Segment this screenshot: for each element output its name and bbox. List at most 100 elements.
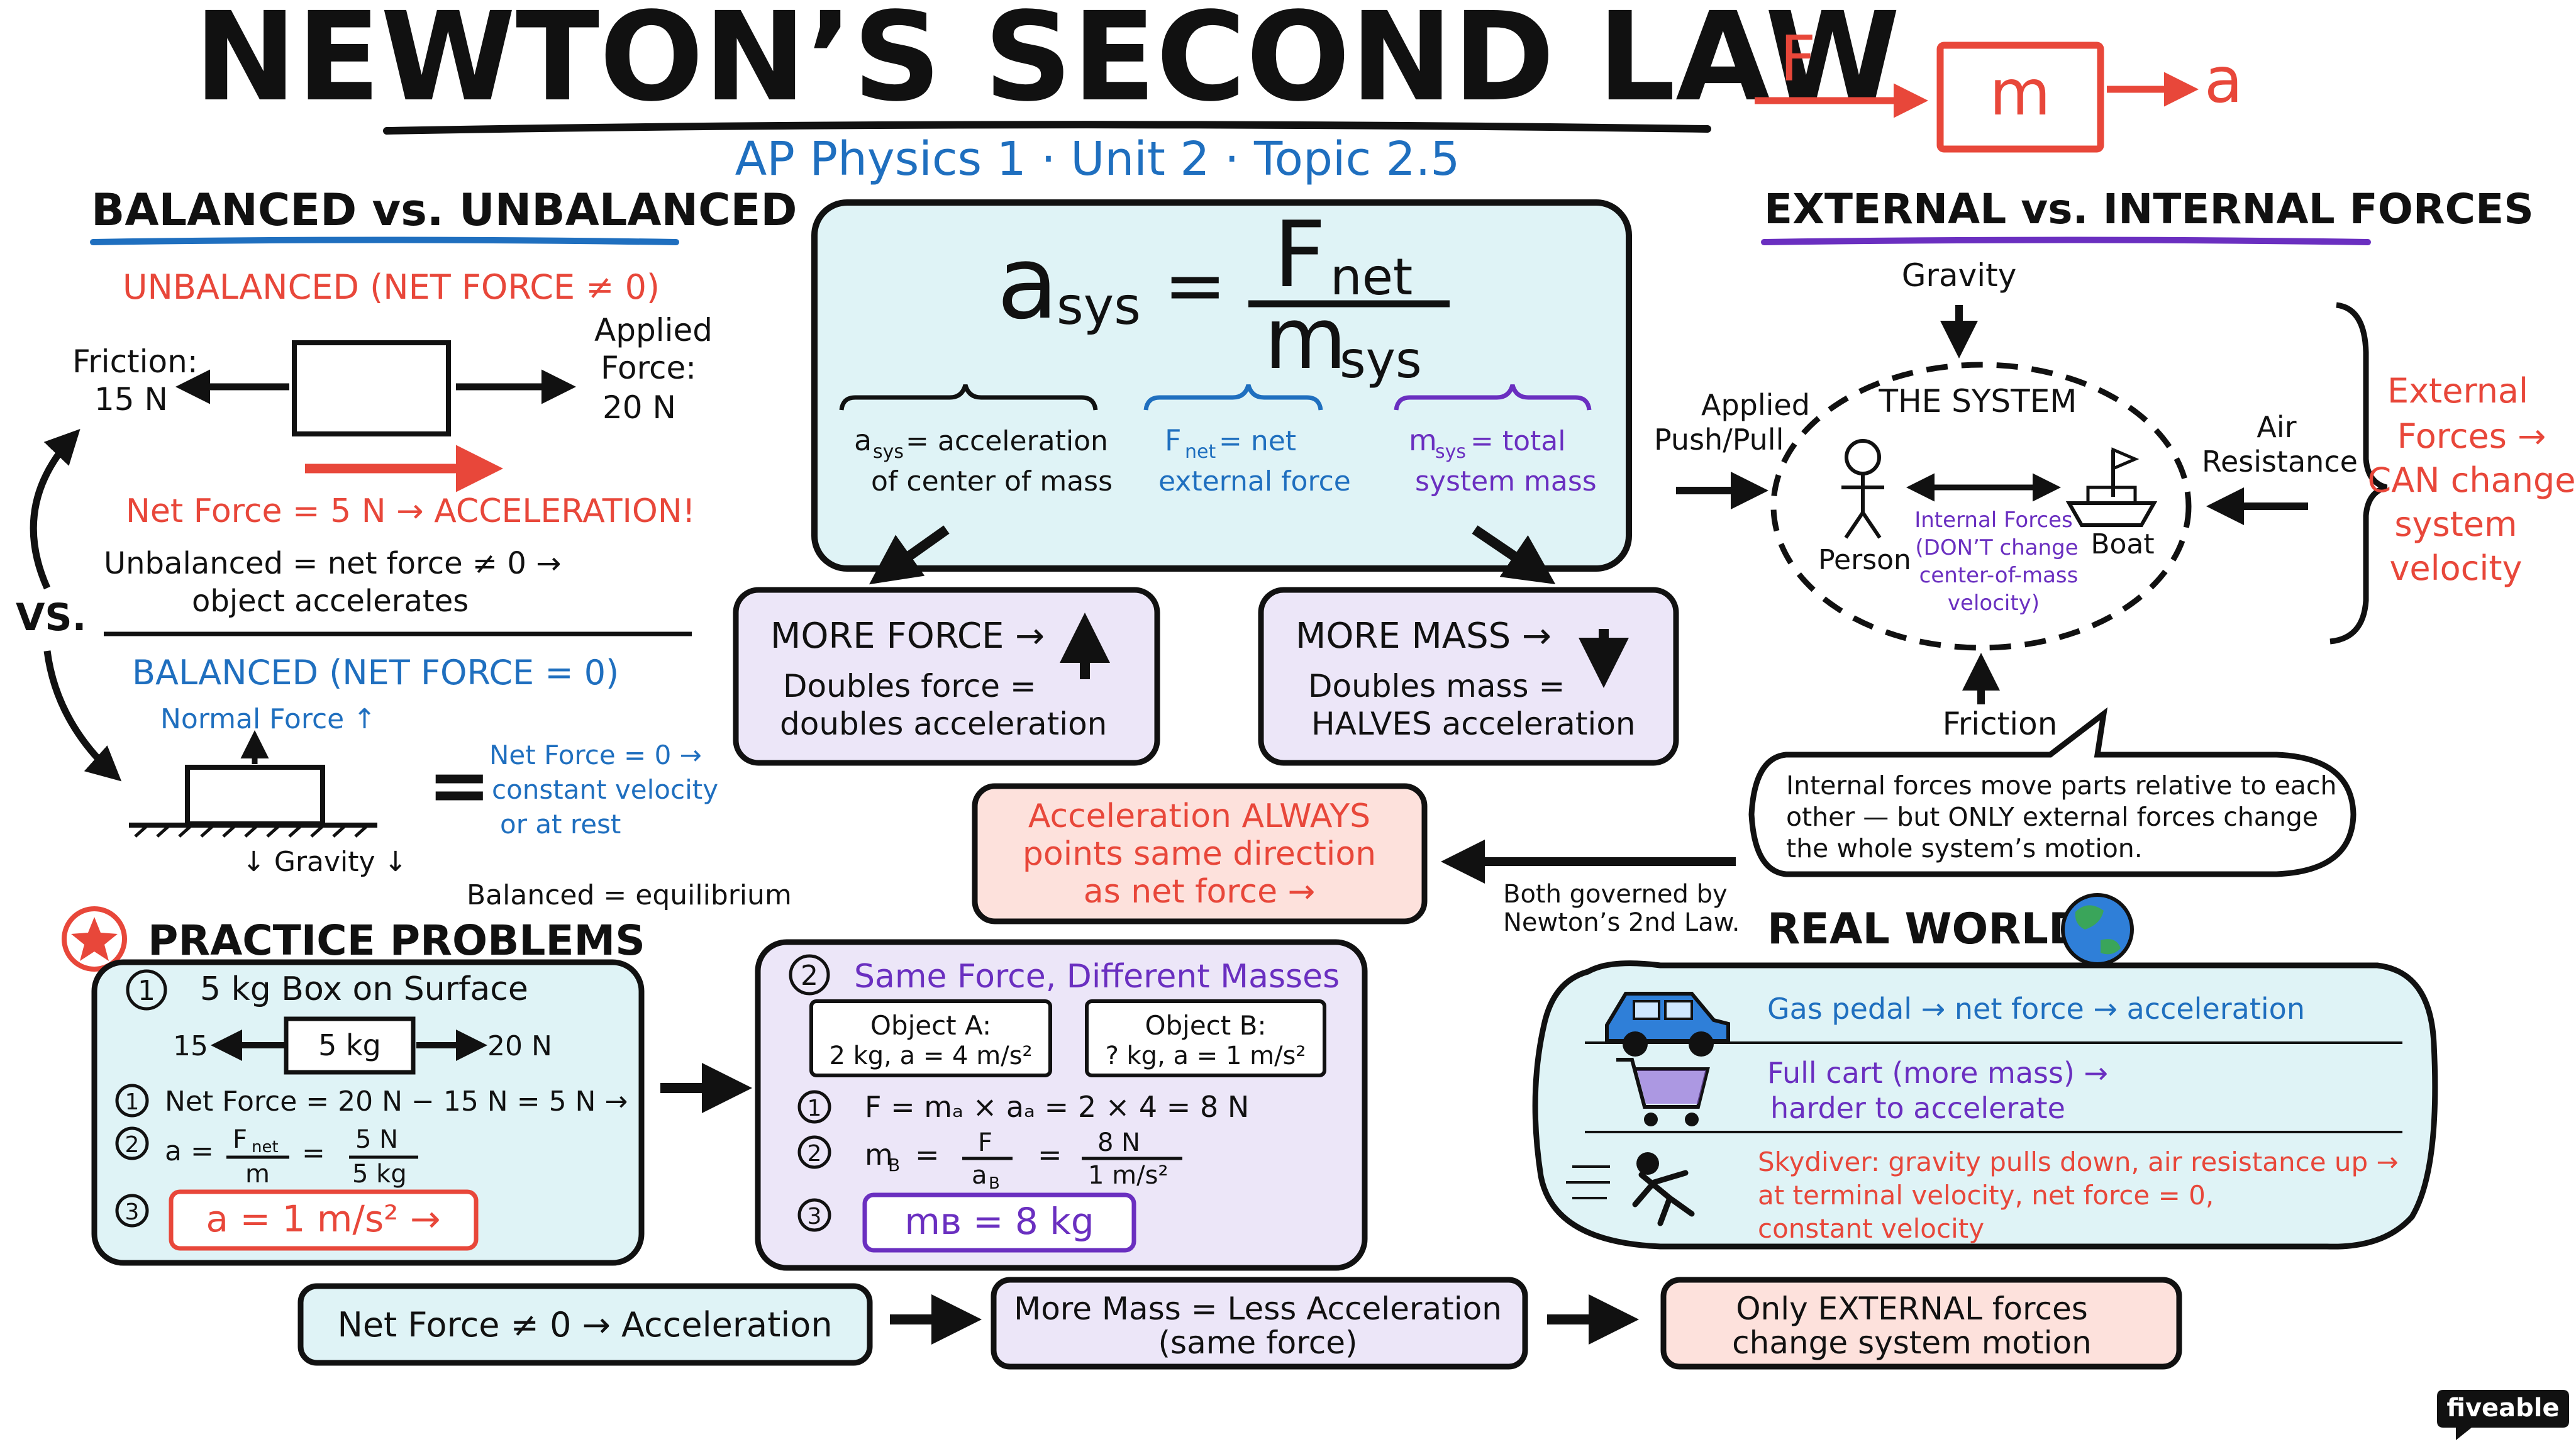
normal-force-label: Normal Force ↑ <box>160 703 376 735</box>
p1-answer: a = 1 m/s² → <box>206 1197 441 1240</box>
more-force-line2: doubles acceleration <box>780 706 1107 742</box>
p2-step2-num: 2 <box>808 1141 822 1167</box>
p1-step2-frac-top: F <box>233 1125 247 1154</box>
air-label-1: Air <box>2257 410 2296 444</box>
real-world-heading: REAL WORLD <box>1767 904 2084 954</box>
object-b-label: Object B: <box>1145 1010 1266 1041</box>
p1-step1-circle <box>115 1084 149 1118</box>
more-mass-line2: HALVES acceleration <box>1311 706 1636 742</box>
ground-hatching <box>134 824 369 838</box>
applied-label-2: Force: <box>601 350 696 386</box>
formula-box <box>811 199 1632 572</box>
def-f-symbol: F <box>1165 423 1181 457</box>
accel-a-label: a <box>2204 43 2243 117</box>
star-badge-icon <box>62 906 127 972</box>
equilibrium-note: Balanced = equilibrium <box>467 879 792 911</box>
skydiver-icon <box>1566 1152 1695 1226</box>
ext-note-2: Forces → <box>2397 416 2546 456</box>
formula-section: a sys = F net m sys a sys = acceleration… <box>811 199 1632 585</box>
problem-1-box <box>284 1016 416 1075</box>
vs-arrow-down <box>43 650 122 782</box>
bubble-line3: the whole system’s motion. <box>1786 833 2143 863</box>
p1-step2-frac-top-sub: net <box>252 1138 279 1157</box>
p2-answer-box <box>862 1192 1136 1253</box>
f-m-a-diagram: F m a <box>1755 22 2243 153</box>
p2-step1-circle <box>797 1090 831 1124</box>
unbalanced-note-2: object accelerates <box>192 584 469 619</box>
def-f-line2: external force <box>1158 465 1351 497</box>
p2-step2-eq: = <box>915 1138 940 1172</box>
star-icon <box>71 917 118 961</box>
balanced-equals: = <box>428 742 491 830</box>
friction-label-2: 15 N <box>94 381 168 418</box>
p1-step1-num: 1 <box>125 1089 140 1115</box>
summary-box-2-line2: (same force) <box>1158 1324 1358 1361</box>
formula-f-sub: net <box>1330 248 1413 306</box>
internal-label-3: center-of-mass <box>1919 563 2079 588</box>
fiveable-logo[interactable]: fiveable <box>2437 1390 2569 1440</box>
p1-step3-circle <box>115 1194 149 1228</box>
real-world-section: REAL WORLD Gas pedal → net force → accel… <box>1532 893 2438 1250</box>
def-m-sub: sys <box>1435 441 1466 463</box>
net-zero-2: constant velocity <box>492 774 718 805</box>
problem-2-number-circle <box>789 954 830 996</box>
p1-step2-a: a = <box>165 1135 214 1167</box>
p2-step1-text: F = mₐ × aₐ = 2 × 4 = 8 N <box>865 1090 1249 1124</box>
p2-step2-top: F <box>978 1128 992 1157</box>
balanced-heading-underline <box>90 236 679 245</box>
more-mass-title: MORE MASS → <box>1296 616 1552 657</box>
real-world-item3-line2: at terminal velocity, net force = 0, <box>1758 1180 2214 1211</box>
applied-label-3: 20 N <box>602 389 676 426</box>
def-m-symbol: m <box>1409 423 1437 457</box>
def-f-text: = net <box>1219 425 1296 457</box>
summary-box-1-text: Net Force ≠ 0 → Acceleration <box>337 1305 832 1345</box>
problem-1-number-circle <box>126 969 167 1011</box>
def-m-text: = total <box>1470 425 1565 457</box>
formula-m: m <box>1264 289 1347 388</box>
object-a-label: Object A: <box>870 1010 991 1041</box>
title-underline <box>383 121 1711 135</box>
balanced-box <box>185 765 325 826</box>
arrow-to-more-mass <box>1472 525 1556 584</box>
friction-ext-label: Friction <box>1943 706 2058 742</box>
gravity-label: ↓ Gravity ↓ <box>242 846 407 878</box>
boat-icon <box>2065 447 2158 527</box>
p1-step2-val-bot: 5 kg <box>352 1160 407 1189</box>
external-brace <box>2329 302 2388 645</box>
accel-direction-line1: Acceleration ALWAYS <box>1028 797 1370 835</box>
practice-heading: PRACTICE PROBLEMS <box>148 916 645 965</box>
summary-box-2-line1: More Mass = Less Acceleration <box>1014 1291 1502 1327</box>
internal-label-4: velocity) <box>1948 591 2040 616</box>
applied-ext-label-2: Push/Pull <box>1654 423 1784 457</box>
friction-label-1: Friction: <box>72 343 198 380</box>
p1-step3-num: 3 <box>125 1199 140 1225</box>
real-world-item2-line1: Full cart (more mass) → <box>1767 1056 2108 1090</box>
page-title: NEWTON’S SECOND LAW <box>194 0 1901 128</box>
both-governed-2: Newton’s 2nd Law. <box>1503 908 1740 937</box>
real-world-card <box>1532 960 2438 1250</box>
p1-step2-val-top: 5 N <box>355 1125 398 1154</box>
object-b-box <box>1085 999 1326 1077</box>
p1-step2-num: 2 <box>125 1132 140 1158</box>
problem-2-number: 2 <box>801 960 818 992</box>
p2-step2-bot-sub: B <box>989 1174 1000 1193</box>
accel-direction-box <box>972 783 1428 924</box>
def-f-sub: net <box>1185 441 1216 463</box>
bubble-line2: other — but ONLY external forces change <box>1786 802 2318 832</box>
balanced-vs-unbalanced-section: BALANCED vs. UNBALANCED UNBALANCED (NET … <box>16 184 797 911</box>
p2-step3-circle <box>797 1198 831 1232</box>
car-icon <box>1605 992 1730 1057</box>
balanced-title: BALANCED (NET FORCE = 0) <box>132 653 619 692</box>
problem-2-title: Same Force, Different Masses <box>854 958 1340 996</box>
formula-a-sub: sys <box>1057 277 1141 336</box>
vs-label: VS. <box>16 596 86 640</box>
formula-equals: = <box>1163 242 1227 330</box>
balanced-heading: BALANCED vs. UNBALANCED <box>91 184 797 236</box>
air-label-2: Resistance <box>2202 445 2358 479</box>
arrow-to-more-force <box>869 525 950 585</box>
accel-direction-card: Acceleration ALWAYS points same directio… <box>972 783 1740 937</box>
real-world-item2-line2: harder to accelerate <box>1770 1091 2065 1125</box>
unbalanced-note-1: Unbalanced = net force ≠ 0 → <box>104 546 561 581</box>
object-a-box <box>809 999 1052 1077</box>
